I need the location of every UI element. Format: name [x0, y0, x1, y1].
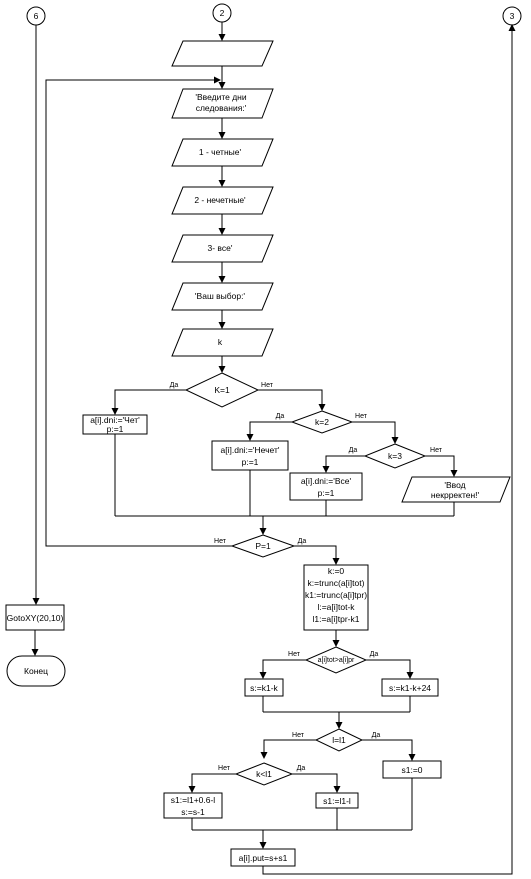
svg-text:a[i].put=s+s1: a[i].put=s+s1 — [239, 853, 288, 863]
p1-no: Нет — [214, 538, 227, 545]
tot-yes: Да — [370, 651, 379, 658]
k3-yes: Да — [349, 447, 358, 454]
io-prompt-line1: 'Введите дни — [195, 92, 247, 102]
k3-no: Нет — [430, 447, 443, 454]
connector-2-label: 2 — [220, 8, 225, 18]
process-gotoxy: GotoXY(20,10) — [5, 604, 65, 631]
calc-line1: k:=0 — [328, 566, 345, 576]
svg-text:k=2: k=2 — [315, 417, 329, 427]
process-s1-a: s1:=l1+0.6-l s:=s-1 — [163, 792, 223, 819]
process-vse-line1: a[i].dni:='Все' — [301, 476, 352, 486]
svg-text:P=1: P=1 — [255, 541, 271, 551]
decision-l-l1: l=l1 Нет Да — [292, 728, 381, 752]
kl1-no: Нет — [218, 765, 231, 772]
svg-text:K=1: K=1 — [214, 385, 230, 395]
io-incorrect-line2: некрректен!' — [431, 490, 480, 500]
process-vse-line2: p:=1 — [318, 488, 335, 498]
svg-text:3- все': 3- все' — [208, 243, 233, 253]
decision-k2: k=2 Да Нет — [276, 410, 368, 434]
io-incorrect: 'Ввод некрректен!' — [401, 476, 511, 503]
connector-6: 6 — [26, 6, 46, 26]
process-s1-a-line2: s:=s-1 — [181, 807, 205, 817]
io-even: 1 - четные' — [171, 138, 274, 167]
io-incorrect-line1: 'Ввод — [444, 480, 465, 490]
io-empty — [171, 40, 274, 67]
process-vse: a[i].dni:='Все' p:=1 — [289, 472, 363, 501]
io-odd: 2 - нечетные' — [171, 186, 274, 215]
flow-lines — [31, 22, 516, 875]
io-prompt: 'Введите дни следования:' — [171, 88, 274, 119]
process-chet-line2: p:=1 — [107, 424, 124, 434]
connector-3: 3 — [502, 6, 522, 26]
svg-text:2 - нечетные': 2 - нечетные' — [194, 195, 246, 205]
connector-6-label: 6 — [34, 11, 39, 21]
decision-k3: k=3 Да Нет — [349, 443, 443, 469]
svg-text:s1:=l1-l: s1:=l1-l — [323, 796, 351, 806]
calc-line5: l1:=a[i]tpr-k1 — [312, 614, 359, 624]
l1-no: Нет — [292, 732, 305, 739]
k2-yes: Да — [276, 413, 285, 420]
process-s-b: s:=k1-k+24 — [381, 678, 439, 697]
process-s1-b: s1:=l1-l — [315, 792, 359, 809]
io-prompt-line2: следования:' — [196, 103, 247, 113]
io-k: k — [171, 328, 274, 357]
connector-2: 2 — [212, 3, 232, 23]
process-s-a: s:=k1-k — [244, 678, 284, 697]
tot-no: Нет — [288, 651, 301, 658]
process-put: a[i].put=s+s1 — [230, 848, 296, 867]
decision-k-lt-l1: k<l1 Нет Да — [218, 762, 306, 786]
process-nechet-line1: a[i].dni:='Нечет' — [221, 445, 280, 455]
process-s1-zero: s1:=0 — [382, 760, 442, 779]
k2-no: Нет — [355, 413, 368, 420]
calc-line2: k:=trunc(a[i]tot) — [308, 578, 365, 588]
k1-no: Нет — [261, 382, 274, 389]
svg-text:l=l1: l=l1 — [332, 735, 346, 745]
process-s1-a-line1: s1:=l1+0.6-l — [171, 795, 216, 805]
calc-line4: l:=a[i]tot-k — [317, 602, 355, 612]
l1-yes: Да — [372, 732, 381, 739]
svg-text:s:=k1-k: s:=k1-k — [250, 683, 278, 693]
svg-text:GotoXY(20,10): GotoXY(20,10) — [7, 613, 64, 623]
calc-line3: k1:=trunc(a[i]tpr) — [305, 590, 367, 600]
decision-k1: K=1 Да Нет — [170, 372, 274, 408]
decision-tot-pr: a[i]tot>a[i]pr Нет Да — [288, 646, 379, 674]
svg-text:Конец: Конец — [24, 666, 48, 676]
k1-yes: Да — [170, 382, 179, 389]
connector-3-label: 3 — [510, 11, 515, 21]
process-chet-line1: a[i].dni:='Чет' — [90, 415, 140, 425]
process-nechet: a[i].dni:='Нечет' p:=1 — [211, 440, 289, 471]
process-chet: a[i].dni:='Чет' p:=1 — [82, 414, 148, 435]
kl1-yes: Да — [297, 765, 306, 772]
p1-yes: Да — [298, 538, 307, 545]
svg-text:k=3: k=3 — [388, 451, 402, 461]
terminal-end: Конец — [6, 655, 66, 687]
decision-p1: P=1 Нет Да — [214, 534, 307, 558]
io-choice: 'Ваш выбор:' — [171, 282, 274, 311]
svg-text:'Ваш выбор:': 'Ваш выбор:' — [195, 291, 246, 301]
process-calc: k:=0 k:=trunc(a[i]tot) k1:=trunc(a[i]tpr… — [303, 564, 369, 631]
svg-text:a[i]tot>a[i]pr: a[i]tot>a[i]pr — [318, 657, 355, 664]
svg-text:k<l1: k<l1 — [256, 769, 272, 779]
svg-text:k: k — [218, 337, 223, 347]
svg-text:s:=k1-k+24: s:=k1-k+24 — [389, 683, 431, 693]
svg-text:s1:=0: s1:=0 — [401, 765, 422, 775]
process-nechet-line2: p:=1 — [242, 457, 259, 467]
svg-text:1 - четные': 1 - четные' — [199, 147, 242, 157]
io-all: 3- все' — [171, 234, 274, 263]
